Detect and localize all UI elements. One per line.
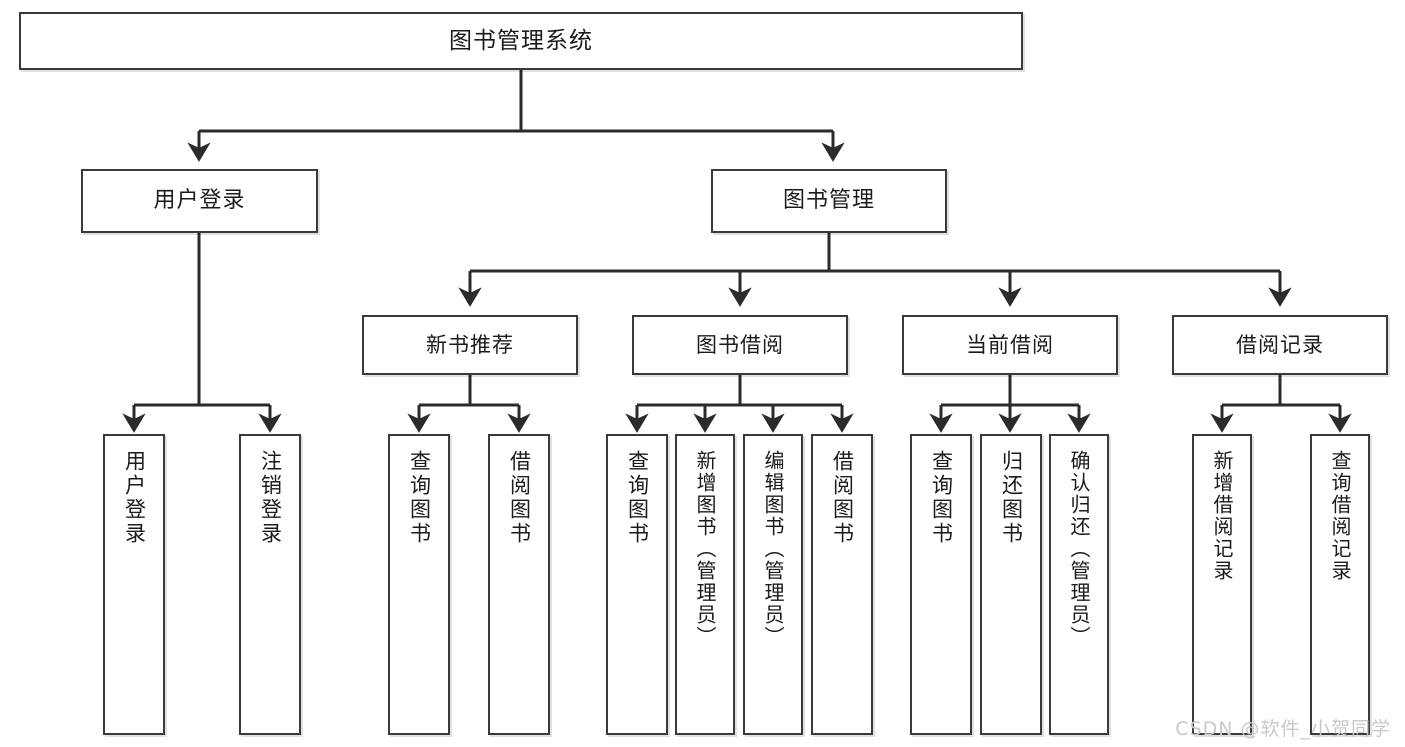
node-leaf-add-record[interactable]: 新增借阅记录 (1192, 434, 1252, 735)
watermark-text: CSDN @软件_小贺同学 (1175, 718, 1391, 740)
node-leaf-query-book-2[interactable]: 查询图书 (606, 434, 668, 735)
node-leaf-edit-book-label: 编辑图书（管理员） (761, 450, 785, 648)
node-leaf-user-logout[interactable]: 注销登录 (239, 434, 301, 735)
node-borrow-record[interactable]: 借阅记录 (1172, 315, 1388, 375)
node-leaf-user-logout-label: 注销登录 (258, 450, 283, 546)
node-leaf-borrow-book-2[interactable]: 借阅图书 (811, 434, 873, 735)
node-root[interactable]: 图书管理系统 (19, 12, 1023, 70)
node-book-manage-label: 图书管理 (782, 188, 875, 214)
node-leaf-add-book[interactable]: 新增图书（管理员） (675, 434, 735, 735)
node-book-borrow-label: 图书借阅 (696, 332, 784, 357)
node-leaf-borrow-book-2-label: 借阅图书 (830, 450, 855, 546)
node-user-login[interactable]: 用户登录 (81, 169, 318, 233)
node-new-book-recommend-label: 新书推荐 (426, 332, 514, 357)
node-book-borrow[interactable]: 图书借阅 (632, 315, 848, 375)
node-leaf-query-book-3-label: 查询图书 (929, 450, 954, 546)
node-user-login-label: 用户登录 (153, 188, 246, 214)
node-leaf-query-book-2-label: 查询图书 (625, 450, 650, 546)
node-leaf-add-record-label: 新增借阅记录 (1210, 450, 1234, 582)
node-leaf-confirm-return[interactable]: 确认归还（管理员） (1049, 434, 1109, 735)
node-leaf-add-book-label: 新增图书（管理员） (693, 450, 717, 648)
node-leaf-return-book[interactable]: 归还图书 (980, 434, 1042, 735)
node-borrow-record-label: 借阅记录 (1236, 332, 1324, 357)
node-new-book-recommend[interactable]: 新书推荐 (362, 315, 578, 375)
node-root-label: 图书管理系统 (449, 27, 593, 54)
node-leaf-query-record[interactable]: 查询借阅记录 (1310, 434, 1370, 735)
node-leaf-confirm-return-label: 确认归还（管理员） (1067, 450, 1091, 648)
node-leaf-borrow-book-1[interactable]: 借阅图书 (488, 434, 550, 735)
node-leaf-query-book-1-label: 查询图书 (407, 450, 432, 546)
node-leaf-borrow-book-1-label: 借阅图书 (507, 450, 532, 546)
node-leaf-edit-book[interactable]: 编辑图书（管理员） (743, 434, 803, 735)
node-leaf-query-book-1[interactable]: 查询图书 (388, 434, 450, 735)
node-current-borrow[interactable]: 当前借阅 (902, 315, 1118, 375)
node-leaf-query-book-3[interactable]: 查询图书 (910, 434, 972, 735)
node-leaf-return-book-label: 归还图书 (999, 450, 1024, 546)
node-leaf-user-login[interactable]: 用户登录 (103, 434, 165, 735)
node-current-borrow-label: 当前借阅 (966, 332, 1054, 357)
node-book-manage[interactable]: 图书管理 (711, 169, 947, 233)
node-leaf-user-login-label: 用户登录 (122, 450, 147, 546)
node-leaf-query-record-label: 查询借阅记录 (1328, 450, 1352, 582)
